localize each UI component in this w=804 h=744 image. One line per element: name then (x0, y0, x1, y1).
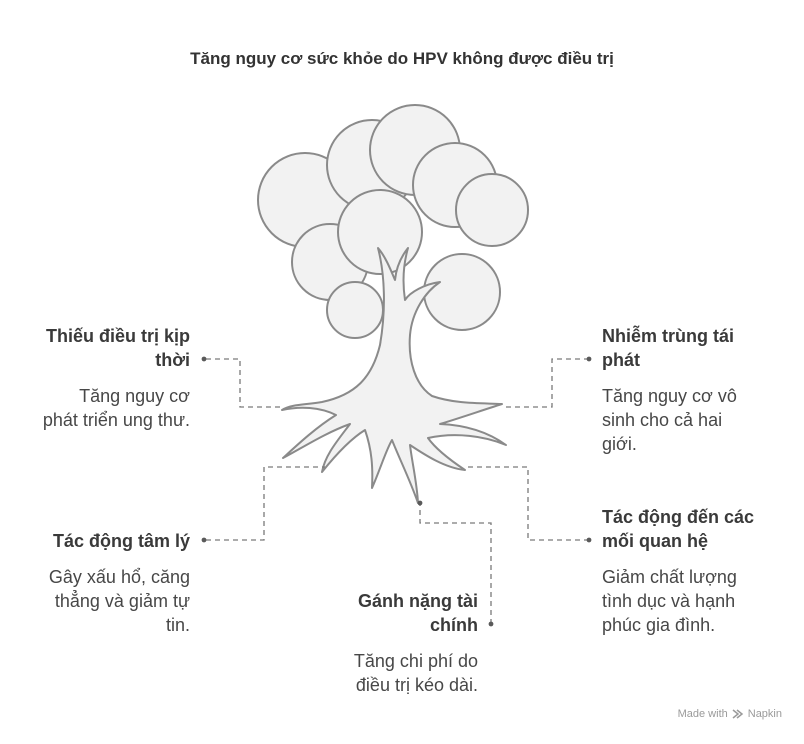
desc-line: tin. (165, 615, 190, 635)
connector-dots (201, 356, 592, 627)
desc-line: điều trị kéo dài. (355, 675, 478, 695)
desc-line: thẳng và giảm tự (54, 591, 190, 611)
desc-line: Gây xấu hổ, căng (48, 567, 190, 587)
heading-line: chính (430, 615, 478, 635)
desc-line: Tăng chi phí do (353, 651, 478, 671)
desc-line: Tăng nguy cơ (79, 386, 190, 406)
desc-line: giới. (602, 434, 637, 454)
heading-line: Nhiễm trùng tái (602, 326, 735, 346)
heading-line: mối quan hệ (602, 531, 709, 551)
item-tam-ly-desc: Gây xấu hổ, căng thẳng và giảm tự tin. (10, 565, 190, 637)
item-nhiem-trung-heading: Nhiễm trùng tái phát (602, 324, 792, 372)
connector-tam-ly (206, 466, 325, 541)
heading-line: Gánh nặng tài (357, 591, 478, 611)
item-thieu-dieu-tri-heading: Thiếu điều trị kịp thời (20, 324, 190, 372)
connector-thieu-dieu-tri (206, 358, 282, 408)
desc-line: phúc gia đình. (602, 615, 716, 635)
diagram-title: Tăng nguy cơ sức khỏe do HPV không được … (190, 49, 614, 68)
tree-trunk (281, 247, 507, 504)
heading-line: Tác động tâm lý (52, 531, 190, 551)
heading-line: thời (155, 350, 190, 370)
desc-line: Tăng nguy cơ vô (602, 386, 737, 406)
item-tai-chinh-heading: Gánh nặng tài chính (300, 589, 478, 637)
made-with-napkin[interactable]: Made with Napkin (678, 708, 782, 720)
connectors (206, 358, 589, 624)
heading-line: Thiếu điều trị kịp (45, 326, 190, 346)
item-quan-he-heading: Tác động đến các mối quan hệ (602, 505, 792, 553)
desc-line: phát triển ung thư. (42, 410, 190, 430)
item-nhiem-trung-desc: Tăng nguy cơ vô sinh cho cả hai giới. (602, 384, 792, 456)
connector-nhiem-trung (502, 358, 589, 408)
item-thieu-dieu-tri-desc: Tăng nguy cơ phát triển ung thư. (10, 384, 190, 432)
heading-line: phát (602, 350, 640, 370)
heading-line: Tác động đến các (602, 507, 755, 527)
item-tam-ly-heading: Tác động tâm lý (20, 529, 190, 553)
connector-quan-he (467, 466, 589, 541)
napkin-brand: Napkin (747, 708, 782, 720)
desc-line: tình dục và hạnh (602, 591, 736, 611)
desc-line: sinh cho cả hai (602, 410, 723, 430)
napkin-logo-icon (732, 709, 743, 719)
made-with-label: Made with (677, 708, 728, 720)
item-tai-chinh-desc: Tăng chi phí do điều trị kéo dài. (300, 649, 478, 697)
item-quan-he-desc: Giảm chất lượng tình dục và hạnh phúc gi… (602, 565, 792, 637)
tree-canopy (257, 104, 529, 339)
connector-tai-chinh (419, 503, 492, 624)
desc-line: Giảm chất lượng (602, 567, 737, 587)
